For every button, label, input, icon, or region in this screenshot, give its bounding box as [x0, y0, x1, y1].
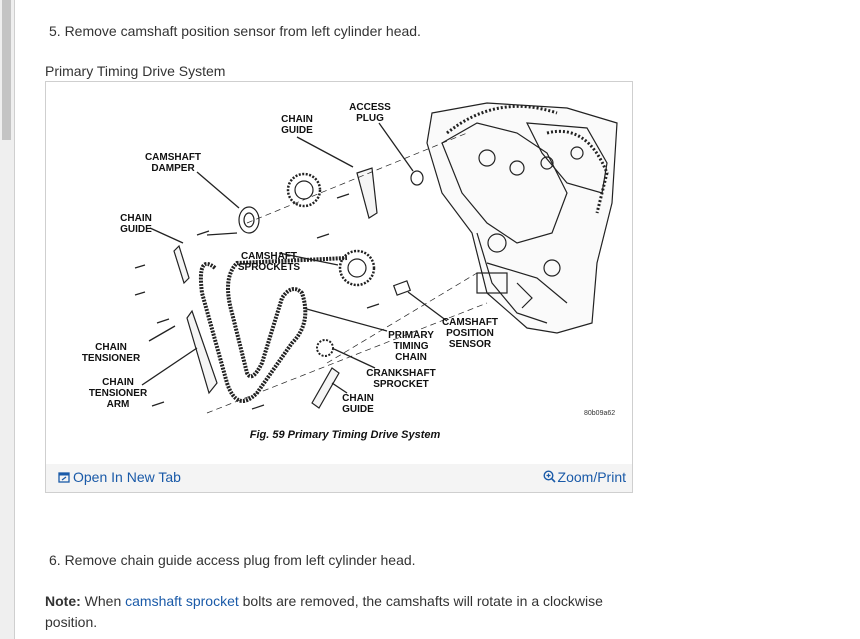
label-chain-tensioner-arm: TENSIONER: [89, 388, 148, 399]
camshaft-sprocket-link[interactable]: camshaft sprocket: [125, 593, 239, 609]
external-window-icon: [58, 472, 70, 483]
label-chain-guide-top: GUIDE: [281, 125, 313, 136]
scrollbar-thumb[interactable]: [2, 0, 11, 140]
note-text-after: bolts are removed, the camshafts will ro…: [45, 593, 603, 630]
open-new-tab-label: Open In New Tab: [73, 469, 181, 485]
figure-footer: Open In New Tab Zoom/Print: [46, 464, 632, 492]
label-chain-tensioner-arm: ARM: [107, 399, 130, 410]
label-chain-tensioner: TENSIONER: [82, 353, 141, 364]
figure-title: Fig. 59 Primary Timing Drive System: [250, 429, 441, 441]
label-camshaft-damper: DAMPER: [151, 163, 195, 174]
vertical-scrollbar[interactable]: [0, 0, 15, 639]
label-camshaft-sprockets: SPROCKETS: [238, 262, 301, 273]
open-new-tab-link[interactable]: Open In New Tab: [58, 469, 181, 485]
label-chain-guide-bottom: GUIDE: [342, 404, 374, 415]
label-crankshaft-sprocket: SPROCKET: [373, 379, 429, 390]
step-6-text: 6. Remove chain guide access plug from l…: [49, 552, 416, 568]
label-chain-tensioner-arm: CHAIN: [102, 377, 134, 388]
label-chain-guide-left: CHAIN: [120, 213, 152, 224]
label-chain-guide-top: CHAIN: [281, 114, 313, 125]
label-camshaft-position-sensor: POSITION: [446, 328, 494, 339]
label-crankshaft-sprocket: CRANKSHAFT: [366, 368, 435, 379]
label-primary-timing-chain: CHAIN: [395, 352, 427, 363]
label-primary-timing-chain: PRIMARY: [388, 330, 434, 341]
label-chain-tensioner: CHAIN: [95, 342, 127, 353]
zoom-print-link[interactable]: Zoom/Print: [543, 469, 626, 485]
label-camshaft-position-sensor: CAMSHAFT: [442, 317, 498, 328]
step-5-text: 5. Remove camshaft position sensor from …: [49, 23, 421, 39]
zoom-print-label: Zoom/Print: [557, 469, 626, 485]
label-primary-timing-chain: TIMING: [394, 341, 429, 352]
figure-container: CHAIN GUIDE ACCESS PLUG CAMSHAFT DAMPER …: [45, 81, 633, 493]
label-access-plug: ACCESS: [349, 102, 391, 113]
zoom-in-icon: [543, 470, 556, 483]
label-camshaft-position-sensor: SENSOR: [449, 339, 492, 350]
label-chain-guide-bottom: CHAIN: [342, 393, 374, 404]
note-label: Note:: [45, 593, 81, 609]
note-paragraph: Note: When camshaft sprocket bolts are r…: [45, 591, 645, 633]
note-text-before: When: [80, 593, 126, 609]
label-chain-guide-left: GUIDE: [120, 224, 152, 235]
figure-caption: Primary Timing Drive System: [45, 63, 226, 79]
label-camshaft-damper: CAMSHAFT: [145, 152, 201, 163]
figure-id: 80b09a62: [584, 410, 615, 417]
label-access-plug: PLUG: [356, 113, 384, 124]
label-camshaft-sprockets: CAMSHAFT: [241, 251, 297, 262]
timing-drive-diagram: CHAIN GUIDE ACCESS PLUG CAMSHAFT DAMPER …: [82, 102, 618, 441]
